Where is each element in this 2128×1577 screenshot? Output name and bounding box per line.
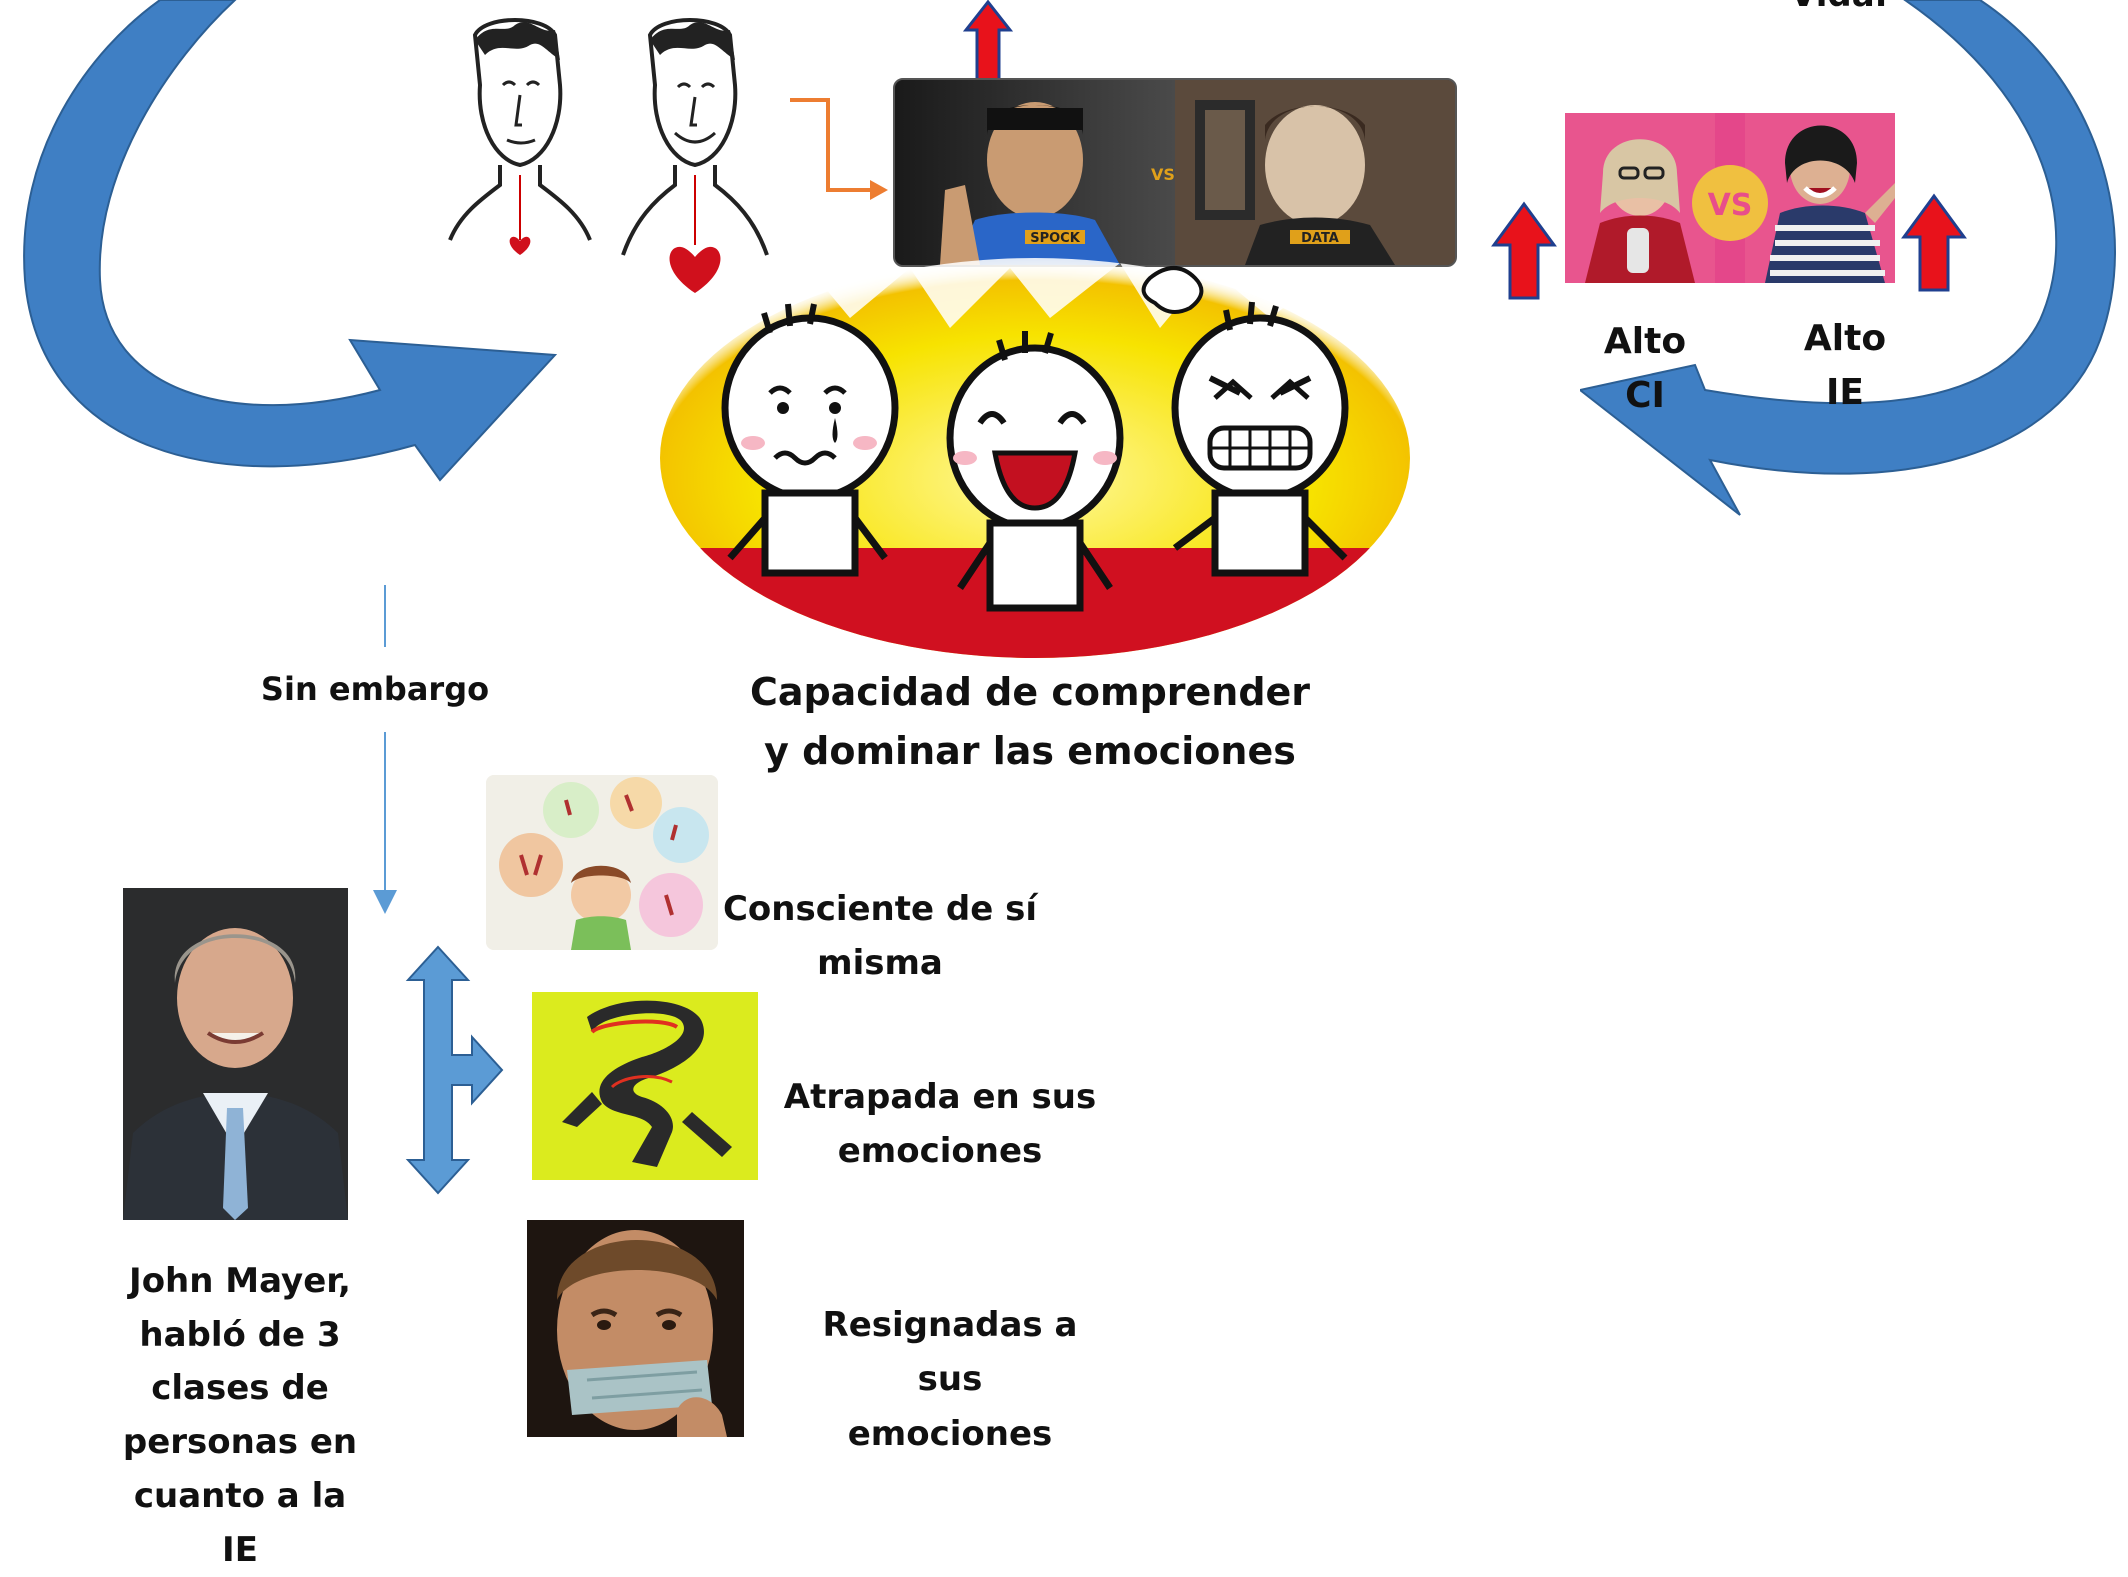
alto-ci-label: Alto CI: [1580, 315, 1710, 423]
atrapada-label: Atrapada en sus emociones: [780, 1070, 1100, 1179]
mayer-line1: John Mayer,: [110, 1255, 370, 1309]
atrapada-line1: Atrapada en sus: [780, 1070, 1100, 1124]
center-caption: Capacidad de comprender y dominar las em…: [745, 663, 1315, 781]
mayer-line6: IE: [110, 1524, 370, 1577]
atrapada-line2: emociones: [780, 1124, 1100, 1178]
big-heart-head-illustration: [615, 15, 775, 295]
vs-text: VS: [1151, 165, 1175, 184]
emotions-cartoon-image: [650, 258, 1420, 658]
spock-text: SPOCK: [1030, 231, 1080, 246]
resignadas-line1: Resignadas a sus: [790, 1298, 1110, 1407]
vs-pink-text: VS: [1708, 188, 1753, 223]
consciente-image: [486, 775, 718, 950]
orange-connector-arrow: [790, 95, 890, 205]
three-types-bracket-arrow: [400, 945, 510, 1195]
mayer-line5: cuanto a la: [110, 1470, 370, 1524]
small-heart-head-illustration: [445, 15, 595, 260]
happy-character-icon: [950, 331, 1120, 608]
mayer-line4: personas en: [110, 1416, 370, 1470]
atrapada-image: [532, 992, 758, 1180]
sad-character-icon: [725, 304, 895, 573]
mayer-line2: habló de 3: [110, 1309, 370, 1363]
consciente-label: Consciente de sí misma: [720, 882, 1040, 991]
red-up-arrow-icon: [1900, 192, 1968, 292]
red-up-arrow-icon: [1490, 200, 1558, 300]
john-mayer-caption: John Mayer, habló de 3 clases de persona…: [110, 1255, 370, 1577]
resignadas-line2: emociones: [790, 1407, 1110, 1461]
red-up-arrow-icon: [963, 0, 1013, 82]
spock-vs-data-image: SPOCK VS DATA: [893, 78, 1457, 267]
resignadas-label: Resignadas a sus emociones: [790, 1298, 1110, 1461]
center-caption-line1: Capacidad de comprender: [745, 663, 1315, 722]
sin-embargo-label: Sin embargo: [245, 665, 505, 713]
alto-ie-label: Alto IE: [1780, 312, 1910, 420]
consciente-line1: Consciente de sí: [720, 882, 1040, 936]
mayer-line3: clases de: [110, 1362, 370, 1416]
center-caption-line2: y dominar las emociones: [745, 722, 1315, 781]
alto-ci-vs-alto-ie-image: VS: [1565, 113, 1895, 283]
john-mayer-photo: [123, 888, 348, 1220]
resignadas-image: [527, 1220, 744, 1437]
data-text: DATA: [1301, 231, 1339, 246]
vida-partial-label: Vida.: [1790, 0, 1888, 21]
consciente-line2: misma: [720, 936, 1040, 990]
sin-embargo-down-arrow: [370, 732, 400, 917]
sin-embargo-connector-line: [370, 585, 400, 665]
